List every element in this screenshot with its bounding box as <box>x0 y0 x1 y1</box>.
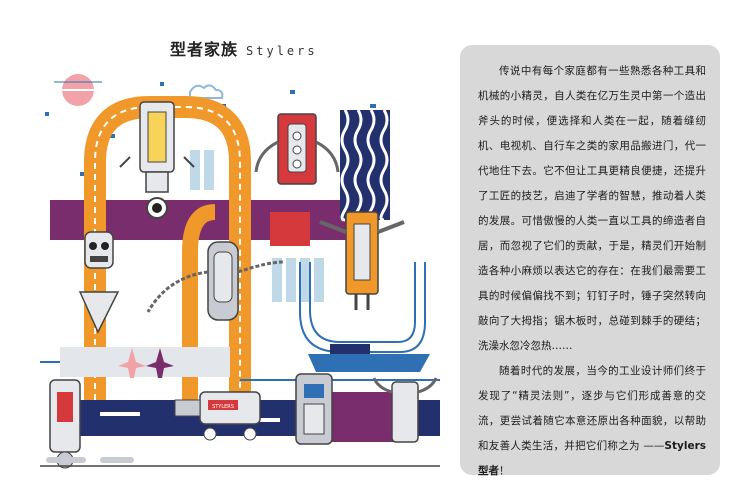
drill-robot: STYLERS <box>174 391 261 441</box>
blue-wave-block <box>340 109 390 222</box>
story-paragraph-2-end: ！ <box>499 465 510 477</box>
ship-shape <box>308 344 430 372</box>
grinder-robot <box>49 379 81 469</box>
page-title: 型者家族 Stylers <box>170 36 318 59</box>
airplane-icon <box>146 348 174 378</box>
story-paragraph-2-text: 随着时代的发展，当今的工业设计师们终于发现了“精灵法则”，逐步与它们形成善意的交… <box>478 365 706 452</box>
stylers-brand-name: Stylers 型者 <box>478 440 706 477</box>
gray-band <box>60 347 230 377</box>
title-chinese: 型者家族 <box>170 40 239 59</box>
illustration-label: STYLERS <box>212 404 234 410</box>
story-panel: 传说中有每个家庭都有一些熟悉各种工具和机械的小精灵，自人类在亿万生灵中第一个造出… <box>460 45 720 477</box>
sprayer-robot <box>372 377 438 443</box>
airplane-icon <box>118 348 146 378</box>
title-english: Stylers <box>246 44 318 58</box>
tall-lamp-robot <box>146 241 284 321</box>
orange-box-robot <box>319 211 405 310</box>
story-paragraph-2: 随着时代的发展，当今的工业设计师们终于发现了“精灵法则”，逐步与它们形成善意的交… <box>478 359 706 484</box>
piston-robot <box>119 101 195 219</box>
stylers-illustration: STYLERS <box>40 74 440 469</box>
red-panel-robot <box>254 113 340 185</box>
round-face-robot <box>78 231 120 334</box>
blender-robot <box>295 373 333 445</box>
story-paragraph-1: 传说中有每个家庭都有一些熟悉各种工具和机械的小精灵，自人类在亿万生灵中第一个造出… <box>478 65 706 352</box>
